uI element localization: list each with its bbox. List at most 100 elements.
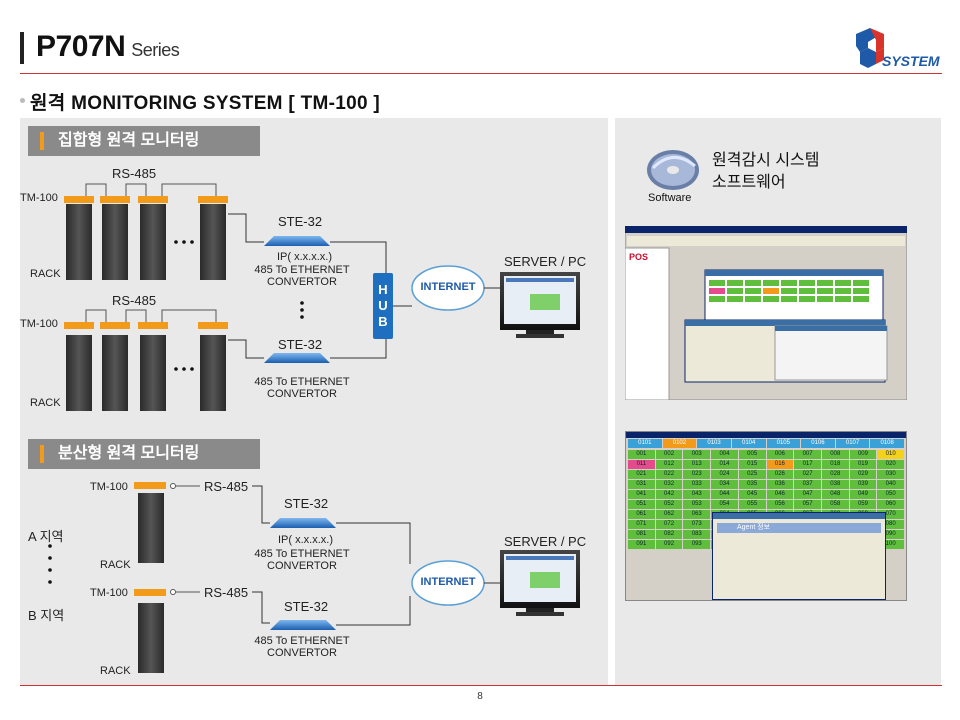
grid-cell[interactable]: 073: [683, 520, 711, 529]
grid-cell[interactable]: 100: [877, 540, 905, 549]
grid-cell[interactable]: 056: [766, 500, 794, 509]
grid-cell[interactable]: 038: [821, 480, 849, 489]
grid-cell[interactable]: 061: [628, 510, 655, 519]
grid-cell[interactable]: 033: [683, 480, 711, 489]
grid-cell[interactable]: 053: [683, 500, 711, 509]
grid-cell[interactable]: 043: [683, 490, 711, 499]
grid-cell[interactable]: 026: [766, 470, 794, 479]
grid-cell[interactable]: 052: [655, 500, 683, 509]
grid-cell[interactable]: 007: [794, 450, 821, 459]
series-label: Series: [131, 40, 180, 60]
grid-cell[interactable]: 055: [738, 500, 766, 509]
grid-cell[interactable]: 062: [655, 510, 683, 519]
grid-cell[interactable]: 015: [738, 460, 766, 469]
grid-cell[interactable]: 037: [794, 480, 821, 489]
grid-cell[interactable]: 020: [877, 460, 905, 469]
grid-cell[interactable]: 057: [794, 500, 821, 509]
grid-cell[interactable]: 049: [849, 490, 877, 499]
grid-cell[interactable]: 027: [794, 470, 821, 479]
grid-cell[interactable]: 046: [766, 490, 794, 499]
grid-cell[interactable]: 009: [849, 450, 877, 459]
internet-label: INTERNET: [420, 281, 476, 293]
grid-cell[interactable]: 025: [738, 470, 766, 479]
grid-cell[interactable]: 031: [628, 480, 655, 489]
grid-cell[interactable]: 022: [655, 470, 683, 479]
grid-cell[interactable]: 092: [655, 540, 683, 549]
grid-cell[interactable]: 072: [655, 520, 683, 529]
grid-cell[interactable]: 004: [711, 450, 738, 459]
grid-cell[interactable]: 059: [849, 500, 877, 509]
region-a-label: A 지역: [28, 529, 64, 544]
page-number: 8: [477, 691, 483, 702]
grid-cell[interactable]: 008: [821, 450, 849, 459]
grid-cell[interactable]: 058: [821, 500, 849, 509]
grid-cell[interactable]: 044: [711, 490, 738, 499]
grid-cell[interactable]: 024: [711, 470, 738, 479]
grid-cell[interactable]: 021: [628, 470, 655, 479]
grid-cell[interactable]: 040: [877, 480, 905, 489]
internet-label: INTERNET: [420, 576, 476, 588]
grid-cell[interactable]: 045: [738, 490, 766, 499]
grid-cell[interactable]: 050: [877, 490, 905, 499]
title-accent-bar: [20, 32, 24, 64]
grid-cell[interactable]: 032: [655, 480, 683, 489]
region-b-label: B 지역: [28, 608, 65, 623]
grid-cell[interactable]: 035: [738, 480, 766, 489]
grid-cell[interactable]: 051: [628, 500, 655, 509]
grid-cell[interactable]: 039: [849, 480, 877, 489]
grid-cell[interactable]: 019: [849, 460, 877, 469]
grid-cell[interactable]: 034: [711, 480, 738, 489]
grid-cell[interactable]: 029: [849, 470, 877, 479]
section-header-centralized: 집합형 원격 모니터링: [28, 126, 260, 156]
grid-cell[interactable]: 030: [877, 470, 905, 479]
grid-cell[interactable]: 013: [683, 460, 711, 469]
tm100-label: TM-100: [90, 587, 128, 599]
grid-cell[interactable]: 042: [655, 490, 683, 499]
grid-cell[interactable]: 083: [683, 530, 711, 539]
grid-cell[interactable]: 063: [683, 510, 711, 519]
rack-label: RACK: [100, 665, 131, 677]
grid-cell[interactable]: 093: [683, 540, 711, 549]
grid-cell[interactable]: 080: [877, 520, 905, 529]
grid-cell[interactable]: 060: [877, 500, 905, 509]
grid-cell[interactable]: 028: [821, 470, 849, 479]
grid-cell[interactable]: 006: [766, 450, 794, 459]
grid-cell[interactable]: 017: [794, 460, 821, 469]
grid-cell[interactable]: 016: [766, 460, 794, 469]
grid-cell[interactable]: 048: [821, 490, 849, 499]
grid-cell[interactable]: 081: [628, 530, 655, 539]
grid-cell[interactable]: 070: [877, 510, 905, 519]
logo-text: SYSTEM: [882, 53, 940, 69]
grid-cell[interactable]: 011: [628, 460, 655, 469]
hub-device: [373, 273, 393, 339]
grid-cell[interactable]: 014: [711, 460, 738, 469]
grid-cell[interactable]: 023: [683, 470, 711, 479]
rs485-label: RS-485: [112, 166, 157, 181]
tm100-label: TM-100: [20, 318, 58, 330]
grid-cell[interactable]: 003: [683, 450, 711, 459]
grid-cell[interactable]: 005: [738, 450, 766, 459]
grid-cell[interactable]: 091: [628, 540, 655, 549]
grid-cell[interactable]: 082: [655, 530, 683, 539]
grid-cell[interactable]: 090: [877, 530, 905, 539]
grid-cell[interactable]: 018: [821, 460, 849, 469]
grid-cell[interactable]: 010: [877, 450, 905, 459]
grid-cell[interactable]: 071: [628, 520, 655, 529]
grid-cell[interactable]: 054: [711, 500, 738, 509]
rack-label: RACK: [30, 268, 61, 280]
grid-header-cell: 0108: [870, 439, 904, 448]
diagram-panel: 집합형 원격 모니터링 분산형 원격 모니터링: [20, 118, 608, 685]
grid-cell[interactable]: 036: [766, 480, 794, 489]
grid-cell[interactable]: 001: [628, 450, 655, 459]
grid-cell[interactable]: 041: [628, 490, 655, 499]
grid-header-cell: 0106: [801, 439, 835, 448]
grid-cell[interactable]: 012: [655, 460, 683, 469]
grid-cell[interactable]: 002: [655, 450, 683, 459]
grid-cell[interactable]: 047: [794, 490, 821, 499]
